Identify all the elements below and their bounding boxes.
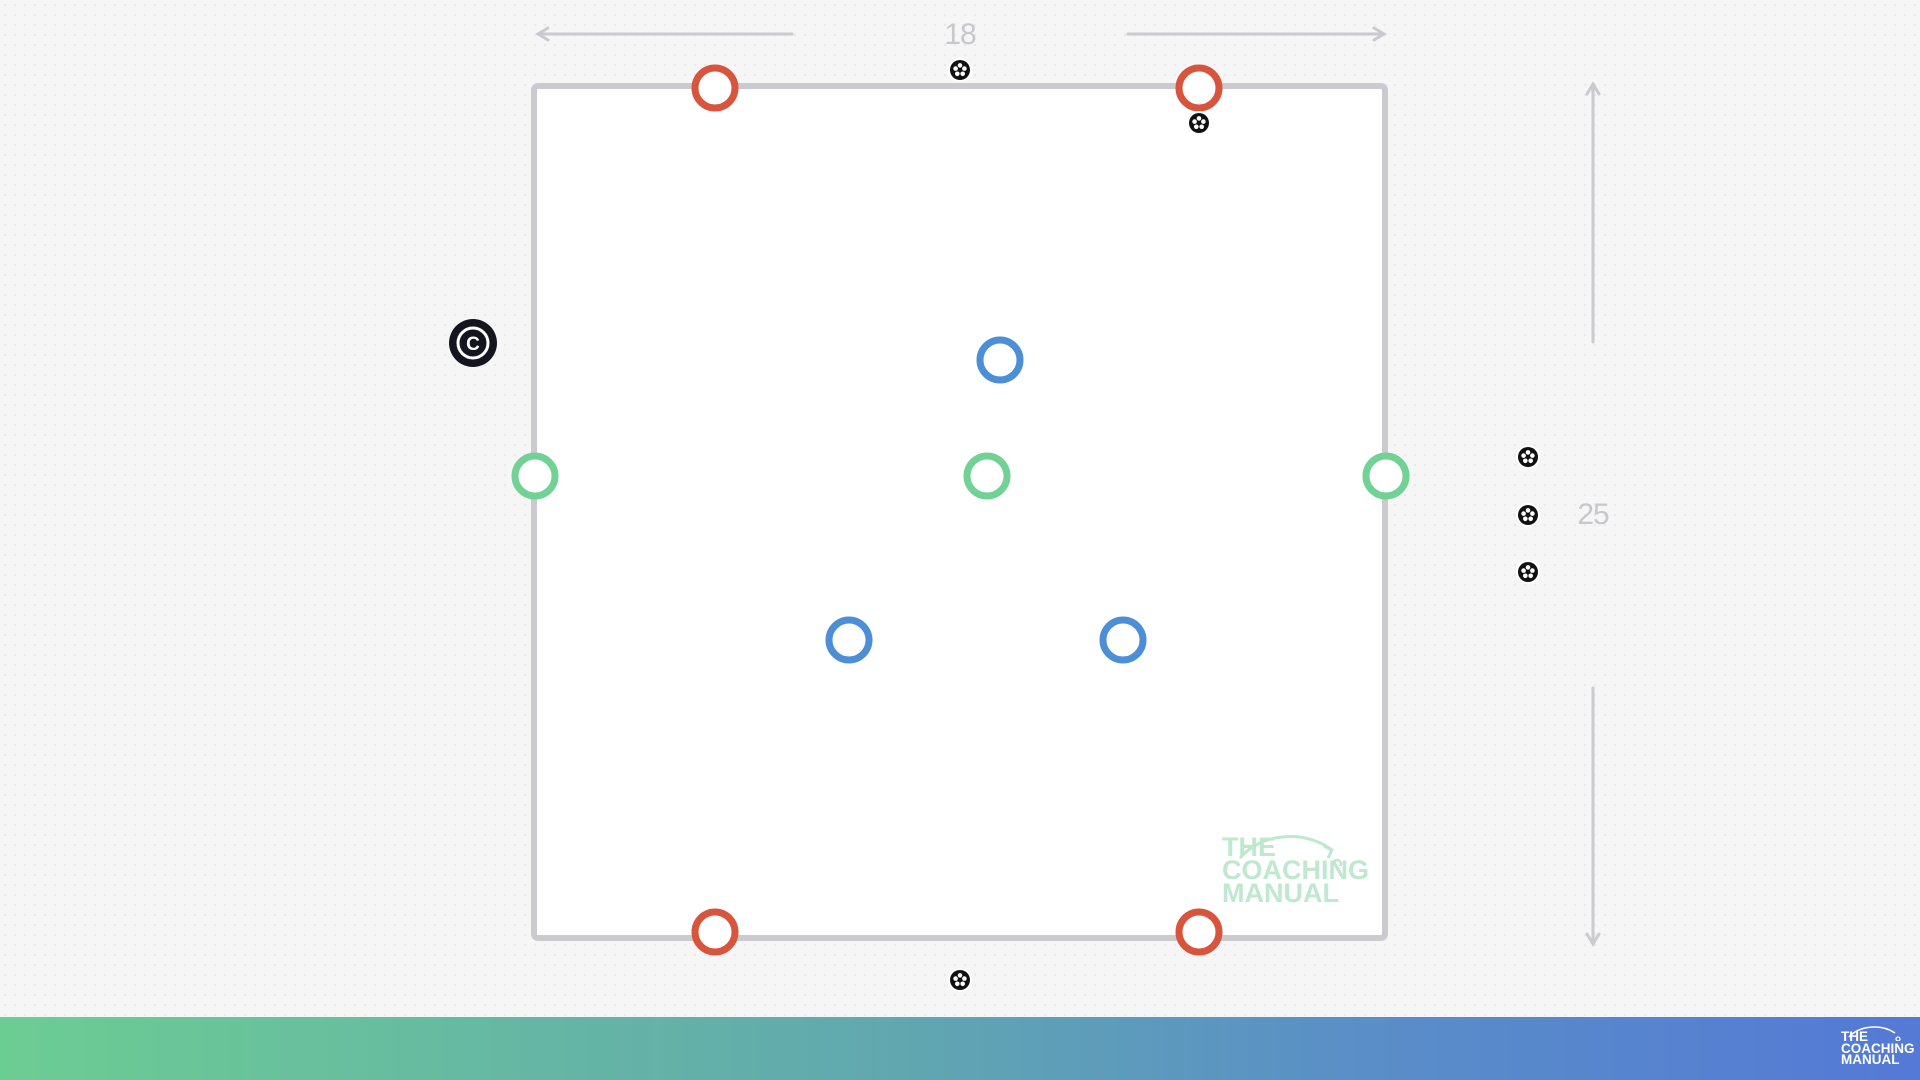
football-icon — [1516, 503, 1540, 527]
pitch-length-label: 25 — [1577, 498, 1609, 531]
green-player-marker — [963, 452, 1011, 500]
length-dimension-arrow-top — [1585, 81, 1601, 344]
coach-label: C — [466, 334, 480, 355]
length-dimension-arrow-bottom — [1585, 686, 1601, 947]
footer-logo-line-3: MANUAL — [1841, 1052, 1900, 1068]
footer-bar — [0, 1017, 1920, 1080]
football-icon — [1516, 445, 1540, 469]
red-player-marker — [691, 64, 739, 112]
width-dimension-arrow-left — [535, 26, 794, 42]
football-icon — [1516, 560, 1540, 584]
watermark-line-2: COACHING — [1222, 855, 1369, 886]
football-icon — [1187, 111, 1211, 135]
watermark-line-3: MANUAL — [1222, 878, 1339, 909]
footer-logo: THE COACHING MANUAL — [1841, 1026, 1915, 1068]
green-player-marker — [511, 452, 559, 500]
pitch-area — [531, 83, 1388, 941]
footer-logo-arc-icon — [1848, 1026, 1901, 1041]
blue-player-marker — [976, 336, 1024, 384]
red-player-marker — [1175, 64, 1223, 112]
footer-logo-line-1: THE — [1841, 1029, 1868, 1044]
watermark-line-1: THE — [1222, 832, 1276, 862]
football-icon — [948, 58, 972, 82]
coaching-manual-watermark: THE COACHING MANUAL — [1222, 832, 1369, 909]
blue-player-marker — [1099, 616, 1147, 664]
coach-icon: C — [449, 319, 497, 367]
blue-player-marker — [825, 616, 873, 664]
watermark-arc-icon — [1238, 835, 1343, 866]
football-icon — [948, 968, 972, 992]
footer-logo-line-2: COACHING — [1841, 1040, 1915, 1056]
red-player-marker — [1175, 908, 1223, 956]
pitch-width-label: 18 — [944, 18, 976, 51]
green-player-marker — [1362, 452, 1410, 500]
red-player-marker — [691, 908, 739, 956]
width-dimension-arrow-right — [1126, 26, 1387, 42]
